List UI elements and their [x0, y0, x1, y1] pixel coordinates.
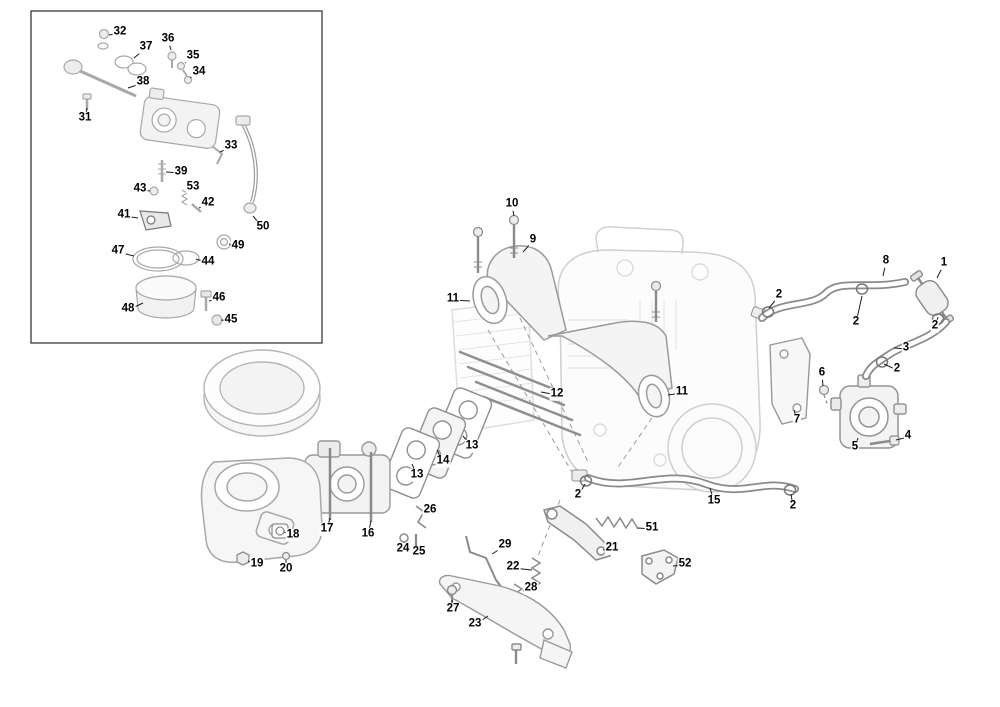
part-label-42[interactable]: 42	[200, 196, 216, 210]
part-label-32[interactable]: 32	[112, 25, 128, 39]
part-label-36[interactable]: 36	[160, 32, 176, 46]
manifold-studs-art	[458, 350, 582, 437]
part-label-46[interactable]: 46	[211, 291, 227, 305]
part-label-22[interactable]: 22	[505, 560, 521, 574]
part-label-51[interactable]: 51	[644, 521, 660, 535]
part-label-48[interactable]: 48	[120, 302, 136, 316]
part-label-11[interactable]: 11	[445, 292, 461, 306]
part-label-52[interactable]: 52	[677, 557, 693, 571]
part-label-16[interactable]: 16	[360, 527, 376, 541]
part-label-38[interactable]: 38	[135, 75, 151, 89]
part-label-37[interactable]: 37	[138, 40, 154, 54]
part-label-5[interactable]: 5	[850, 440, 860, 454]
part-label-15[interactable]: 15	[706, 494, 722, 508]
part-label-20[interactable]: 20	[278, 562, 294, 576]
part-label-28[interactable]: 28	[523, 581, 539, 595]
part-label-1[interactable]: 1	[939, 256, 949, 270]
part-label-4[interactable]: 4	[903, 429, 913, 443]
part-label-2[interactable]: 2	[930, 319, 940, 333]
part-label-25[interactable]: 25	[411, 545, 427, 559]
part-label-47[interactable]: 47	[110, 244, 126, 258]
inset-detail-box	[30, 10, 323, 344]
hose-clamps-art	[579, 283, 945, 496]
air-filter-art	[203, 349, 321, 437]
part-label-41[interactable]: 41	[116, 208, 132, 222]
part-label-27[interactable]: 27	[445, 602, 461, 616]
housing-hardware-art	[236, 523, 291, 566]
part-label-29[interactable]: 29	[497, 538, 513, 552]
part-label-45[interactable]: 45	[223, 313, 239, 327]
part-label-12[interactable]: 12	[549, 387, 565, 401]
control-linkage-art	[399, 505, 679, 609]
part-label-26[interactable]: 26	[422, 503, 438, 517]
part-label-8[interactable]: 8	[881, 254, 891, 268]
part-label-35[interactable]: 35	[185, 49, 201, 63]
control-bracket-art	[438, 574, 573, 669]
part-label-43[interactable]: 43	[132, 182, 148, 196]
part-label-10[interactable]: 10	[504, 197, 520, 211]
part-label-34[interactable]: 34	[191, 65, 207, 79]
part-label-11[interactable]: 11	[674, 385, 690, 399]
air-cleaner-housing-art	[200, 457, 323, 564]
part-label-2[interactable]: 2	[788, 499, 798, 513]
part-label-13[interactable]: 13	[464, 439, 480, 453]
part-label-18[interactable]: 18	[285, 528, 301, 542]
part-label-23[interactable]: 23	[467, 617, 483, 631]
part-label-24[interactable]: 24	[395, 542, 411, 556]
carburetor-detail-art	[63, 28, 258, 326]
pump-bolts-art	[818, 384, 900, 446]
part-label-31[interactable]: 31	[77, 111, 93, 125]
part-label-13[interactable]: 13	[409, 468, 425, 482]
part-label-2[interactable]: 2	[573, 488, 583, 502]
part-label-3[interactable]: 3	[901, 341, 911, 355]
part-label-49[interactable]: 49	[230, 239, 246, 253]
part-label-21[interactable]: 21	[604, 541, 620, 555]
part-label-39[interactable]: 39	[173, 165, 189, 179]
part-label-14[interactable]: 14	[435, 454, 451, 468]
pump-bracket-art	[769, 337, 811, 425]
part-label-2[interactable]: 2	[892, 362, 902, 376]
part-label-9[interactable]: 9	[528, 233, 538, 247]
part-label-7[interactable]: 7	[792, 413, 802, 427]
fuel-hoses-art	[571, 278, 950, 494]
part-label-17[interactable]: 17	[319, 522, 335, 536]
part-label-50[interactable]: 50	[255, 220, 271, 234]
part-label-2[interactable]: 2	[851, 315, 861, 329]
part-label-53[interactable]: 53	[185, 180, 201, 194]
intake-manifold-art	[472, 245, 673, 418]
part-label-6[interactable]: 6	[817, 366, 827, 380]
part-label-44[interactable]: 44	[200, 255, 216, 269]
part-label-33[interactable]: 33	[223, 139, 239, 153]
manifold-bolts-art	[472, 214, 662, 322]
part-label-2[interactable]: 2	[774, 288, 784, 302]
part-label-19[interactable]: 19	[249, 557, 265, 571]
